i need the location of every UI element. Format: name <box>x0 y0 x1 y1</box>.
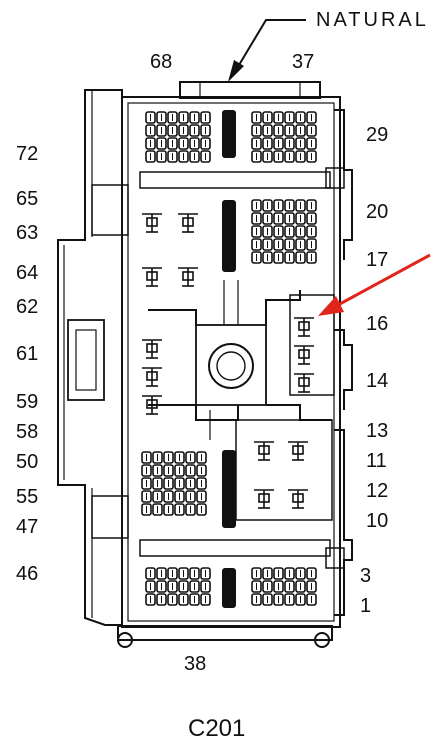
pin-label-left: 72 <box>16 143 38 165</box>
cavity-grids <box>141 111 317 606</box>
terminal-icon <box>288 489 308 509</box>
latch-icon <box>222 110 236 608</box>
pin-label-left: 64 <box>16 262 38 284</box>
cavity-grid-icon <box>251 567 317 606</box>
pin-label-bottom: 38 <box>184 653 206 675</box>
terminal-icon <box>254 489 274 509</box>
pin-label-right: 1 <box>360 595 371 617</box>
pin-label-right: 29 <box>366 124 388 146</box>
cavity-grid-icon <box>251 199 317 264</box>
pin-label-top-right: 37 <box>292 51 314 73</box>
pin-label-top-left: 68 <box>150 51 172 73</box>
terminal-icon <box>142 339 162 359</box>
terminal-icon <box>178 213 198 233</box>
terminal-icon <box>142 213 162 233</box>
pin-label-right: 16 <box>366 313 388 335</box>
pin-label-left: 61 <box>16 343 38 365</box>
terminal-icon <box>294 373 314 393</box>
right-pin-labels: 29 20 17 16 14 13 11 12 10 3 1 <box>360 124 388 617</box>
pin-label-right: 13 <box>366 420 388 442</box>
terminal-icon <box>294 317 314 337</box>
cavity-grid-icon <box>251 111 317 163</box>
pin-label-left: 46 <box>16 563 38 585</box>
pin-label-right: 3 <box>360 565 371 587</box>
cavity-grid-icon <box>145 567 211 606</box>
pin-label-left: 62 <box>16 296 38 318</box>
terminal-icon <box>142 395 162 415</box>
terminal-icon <box>178 267 198 287</box>
cavity-grid-icon <box>141 451 207 516</box>
pin-label-right: 14 <box>366 370 388 392</box>
pin-label-right: 17 <box>366 249 388 271</box>
terminal-icon <box>288 441 308 461</box>
pin-label-left: 58 <box>16 421 38 443</box>
terminal-icon <box>294 345 314 365</box>
cavity-grid-icon <box>145 111 211 163</box>
terminal-icon <box>142 367 162 387</box>
callout-leader <box>235 19 306 71</box>
terminal-icon <box>254 441 274 461</box>
pin-label-right: 10 <box>366 510 388 532</box>
pin-label-left: 59 <box>16 391 38 413</box>
pin-label-right: 12 <box>366 480 388 502</box>
pointer-arrow-icon <box>318 253 431 316</box>
pin-label-left: 47 <box>16 516 38 538</box>
pin-label-left: 65 <box>16 188 38 210</box>
pin-label-left: 55 <box>16 486 38 508</box>
terminal-icon <box>142 267 162 287</box>
pin-label-left: 50 <box>16 451 38 473</box>
left-pin-labels: 72 65 63 64 62 61 59 58 50 55 47 46 <box>16 143 38 585</box>
callout-arrowhead-icon <box>228 60 244 82</box>
diagram-title: C201 <box>188 715 245 742</box>
callout-label: NATURAL <box>316 9 429 31</box>
pin-label-left: 63 <box>16 222 38 244</box>
pin-label-right: 11 <box>366 450 387 472</box>
pin-label-right: 20 <box>366 201 388 223</box>
